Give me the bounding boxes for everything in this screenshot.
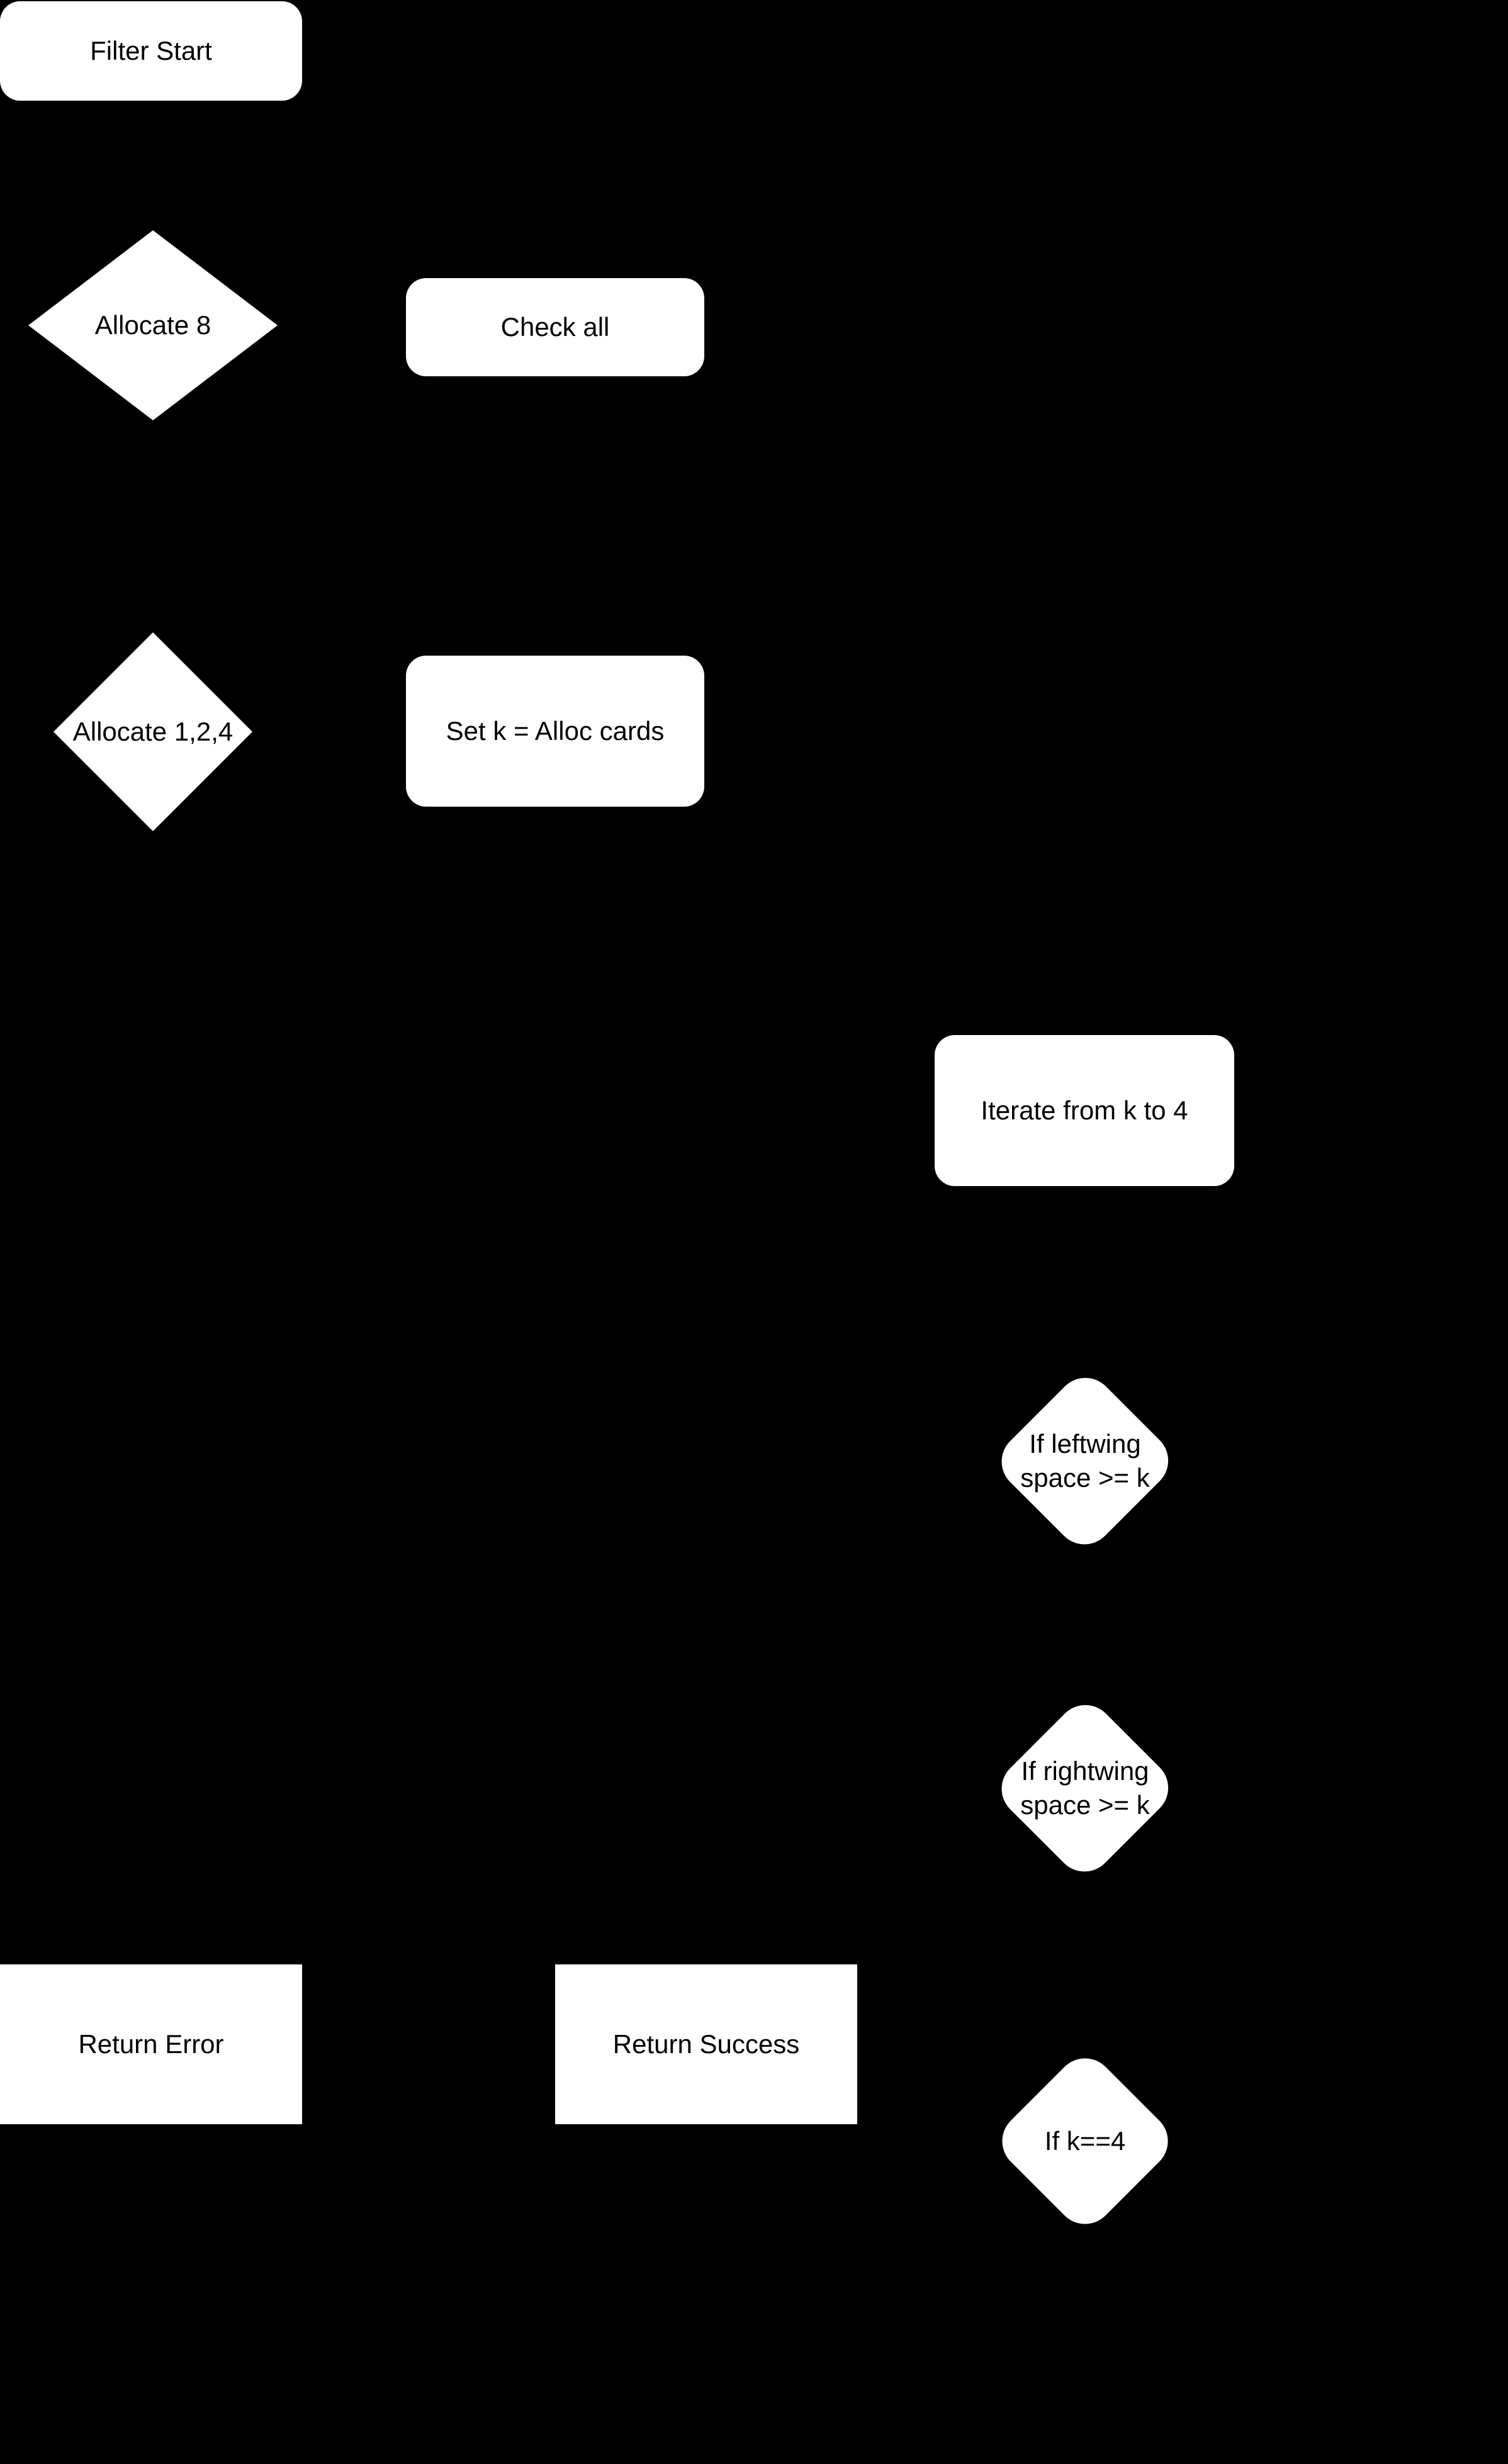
diamond-rounded-body-if-rightwing-space <box>989 1693 1181 1884</box>
diamond-shape-allocate-8 <box>28 230 278 420</box>
diamond-shape-if-leftwing-space <box>989 1365 1181 1557</box>
flow-node-if-k-equals-4[interactable]: If k==4 <box>990 2046 1180 2236</box>
flow-node-set-k[interactable]: Set k = Alloc cards <box>406 656 704 807</box>
flow-node-filter-start[interactable]: Filter Start <box>0 1 302 101</box>
flow-node-check-all[interactable]: Check all <box>406 278 704 376</box>
diamond-shape-allocate-124 <box>53 632 252 831</box>
flow-node-label-check-all: Check all <box>500 312 610 342</box>
flow-node-label-filter-start: Filter Start <box>90 36 212 66</box>
flow-node-if-leftwing-space[interactable]: If leftwing space >= k <box>989 1365 1181 1557</box>
diamond-shape-if-k-equals-4 <box>990 2046 1180 2236</box>
flow-node-allocate-124[interactable]: Allocate 1,2,4 <box>53 632 252 831</box>
flow-node-label-iterate-k-to-4: Iterate from k to 4 <box>981 1095 1188 1126</box>
flow-node-if-rightwing-space[interactable]: If rightwing space >= k <box>989 1693 1181 1884</box>
flow-node-allocate-8[interactable]: Allocate 8 <box>28 230 278 420</box>
flow-node-return-success[interactable]: Return Success <box>555 1964 857 2124</box>
flow-node-return-error[interactable]: Return Error <box>0 1964 302 2124</box>
flow-node-iterate-k-to-4[interactable]: Iterate from k to 4 <box>935 1035 1234 1186</box>
flow-node-label-set-k: Set k = Alloc cards <box>446 716 665 746</box>
flow-node-label-return-success: Return Success <box>612 2029 800 2059</box>
flow-node-label-return-error: Return Error <box>78 2029 224 2059</box>
diamond-shape-if-rightwing-space <box>989 1693 1181 1884</box>
diamond-rounded-body-if-leftwing-space <box>989 1365 1181 1557</box>
diamond-rounded-body-if-k-equals-4 <box>990 2046 1180 2236</box>
